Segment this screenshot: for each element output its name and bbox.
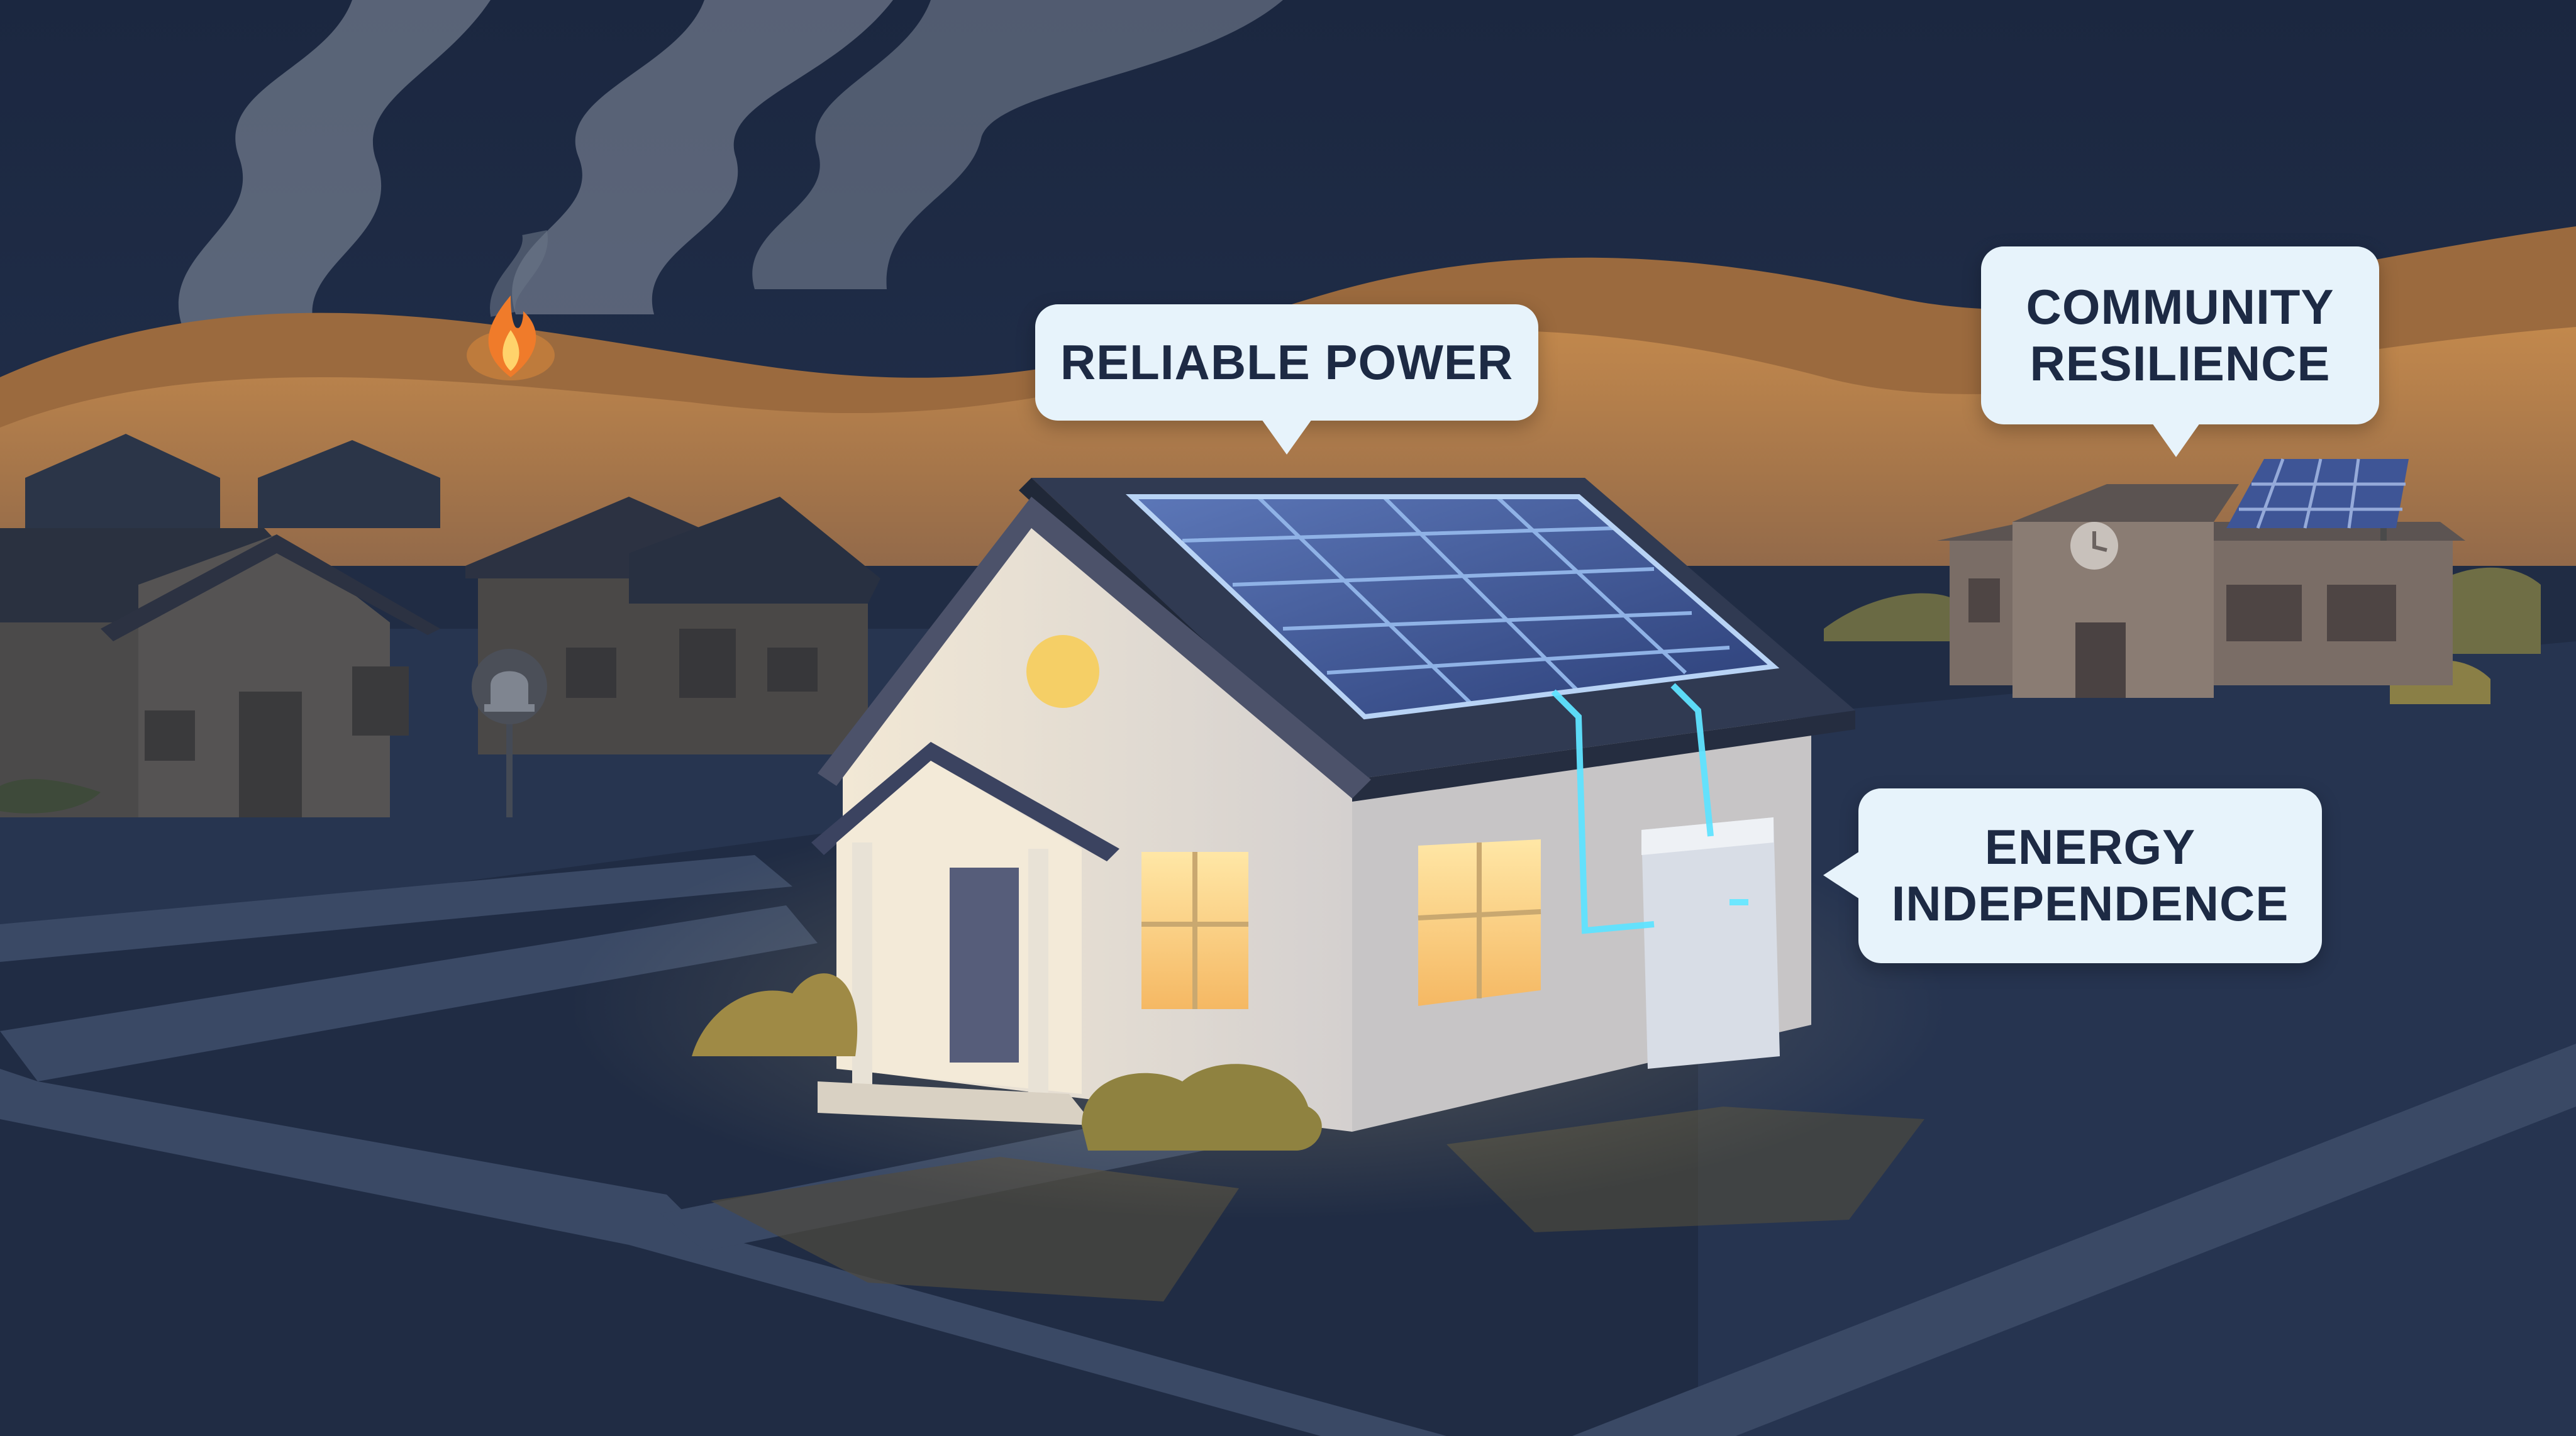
alarm-siren-icon [472,649,547,817]
solar-panel-icon [1125,494,1780,720]
main-house [692,478,1855,1151]
callout-energy-independence: ENERGY INDEPENDENCE [1823,788,2322,963]
callout-label: ENERGY INDEPENDENCE [1891,819,2289,931]
callout-community-resilience: COMMUNITY RESILIENCE [1981,246,2379,457]
community-center [1824,458,2541,704]
power-line [1551,689,1655,934]
solar-panel-icon [2226,458,2409,541]
callout-reliable-power: RELIABLE POWER [1035,304,1538,455]
callout-label: RELIABLE POWER [1060,334,1514,390]
callout-label: COMMUNITY RESILIENCE [2026,279,2334,391]
home-battery-icon [1641,817,1780,1069]
fire-icon [467,295,555,380]
dark-houses-left [0,434,880,817]
smoke-plumes [178,0,1283,327]
